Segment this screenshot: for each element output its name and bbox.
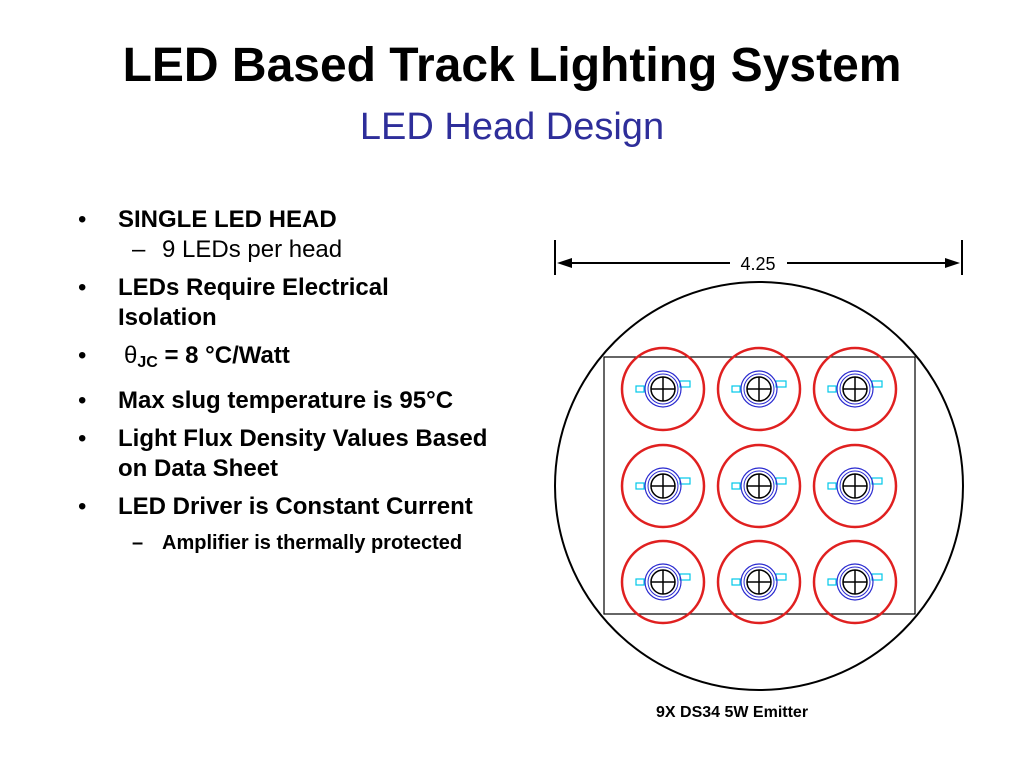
- dimension-label: 4.25: [740, 254, 775, 274]
- led-emitter: [716, 346, 802, 432]
- reflector-ring: [620, 346, 706, 432]
- solder-pad-left: [731, 482, 741, 490]
- emitter-body-outer: [740, 370, 778, 408]
- bullet-slug-temperature: Max slug temperature is 95°C: [74, 386, 494, 416]
- emitter-body-inner: [743, 470, 775, 502]
- emitter-body-inner: [839, 470, 871, 502]
- solder-pad-right: [775, 573, 787, 581]
- emitter-body-inner: [647, 566, 679, 598]
- reflector-ring: [716, 539, 802, 625]
- reflector-ring: [716, 346, 802, 432]
- bullet-text: Amplifier is thermally protected: [162, 532, 463, 554]
- emitter-body-outer: [836, 467, 874, 505]
- emitter-body-inner: [743, 566, 775, 598]
- reflector-ring: [620, 539, 706, 625]
- solder-pad-left: [731, 578, 741, 586]
- emitter-body-outer: [836, 563, 874, 601]
- solder-pad-left: [635, 385, 645, 393]
- dimension-arrow-right: [945, 258, 960, 268]
- mounting-plate: [603, 356, 916, 615]
- emitter-body-outer: [836, 370, 874, 408]
- diagram-caption: 9X DS34 5W Emitter: [656, 704, 809, 721]
- led-emitter: [812, 346, 898, 432]
- emitter-body-outer: [740, 467, 778, 505]
- solder-pad-right: [871, 380, 883, 388]
- bullet-led-driver: LED Driver is Constant Current: [74, 492, 494, 522]
- emitter-body-inner: [647, 373, 679, 405]
- theta-subscript: JC: [137, 354, 158, 371]
- reflector-ring: [716, 443, 802, 529]
- sub-bullet-amplifier: Amplifier is thermally protected: [74, 530, 494, 556]
- solder-pad-right: [679, 477, 691, 485]
- bullet-isolation: LEDs Require Electrical Isolation: [74, 273, 494, 333]
- bullet-flux-density: Light Flux Density Values Based on Data …: [74, 424, 494, 484]
- solder-pad-right: [775, 477, 787, 485]
- solder-pad-right: [679, 380, 691, 388]
- solder-pad-right: [871, 477, 883, 485]
- bullet-text: 9 LEDs per head: [162, 236, 343, 263]
- slide-title: LED Based Track Lighting System: [122, 39, 902, 92]
- led-emitter: [716, 539, 802, 625]
- reflector-ring: [812, 539, 898, 625]
- emitter-body-inner: [839, 373, 871, 405]
- solder-pad-left: [827, 482, 837, 490]
- emitter-body-inner: [839, 566, 871, 598]
- solder-pad-left: [635, 482, 645, 490]
- bullet-text: SINGLE LED HEAD: [118, 206, 337, 233]
- led-emitter: [620, 443, 706, 529]
- reflector-ring: [812, 346, 898, 432]
- led-grid: [620, 346, 898, 625]
- solder-pad-right: [775, 380, 787, 388]
- reflector-ring: [620, 443, 706, 529]
- theta-value: = 8 °C/Watt: [157, 342, 290, 369]
- solder-pad-left: [827, 578, 837, 586]
- emitter-body-inner: [647, 470, 679, 502]
- solder-pad-left: [827, 385, 837, 393]
- bullet-single-led-head: SINGLE LED HEAD: [74, 205, 494, 235]
- solder-pad-right: [871, 573, 883, 581]
- solder-pad-left: [731, 385, 741, 393]
- reflector-ring: [812, 443, 898, 529]
- emitter-body-outer: [740, 563, 778, 601]
- led-emitter: [716, 443, 802, 529]
- led-emitter: [620, 539, 706, 625]
- slide-subtitle: LED Head Design: [359, 106, 665, 148]
- bullet-list: SINGLE LED HEAD 9 LEDs per head LEDs Req…: [74, 205, 494, 556]
- led-emitter: [620, 346, 706, 432]
- bullet-thermal-resistance: θJC = 8 °C/Watt: [74, 341, 494, 378]
- bullet-text: LEDs Require Electrical Isolation: [118, 274, 389, 331]
- bullet-text: Light Flux Density Values Based on Data …: [118, 425, 488, 482]
- emitter-body-outer: [644, 467, 682, 505]
- emitter-body-outer: [644, 370, 682, 408]
- led-emitter: [812, 443, 898, 529]
- emitter-body-outer: [644, 563, 682, 601]
- bullet-text: LED Driver is Constant Current: [118, 493, 473, 520]
- sub-bullet-leds-per-head: 9 LEDs per head: [74, 235, 494, 265]
- solder-pad-left: [635, 578, 645, 586]
- led-emitter: [812, 539, 898, 625]
- head-outline-circle: [554, 281, 964, 691]
- dimension-arrow-left: [557, 258, 572, 268]
- solder-pad-right: [679, 573, 691, 581]
- theta-symbol: θ: [124, 342, 138, 369]
- emitter-body-inner: [743, 373, 775, 405]
- bullet-text: Max slug temperature is 95°C: [118, 387, 454, 414]
